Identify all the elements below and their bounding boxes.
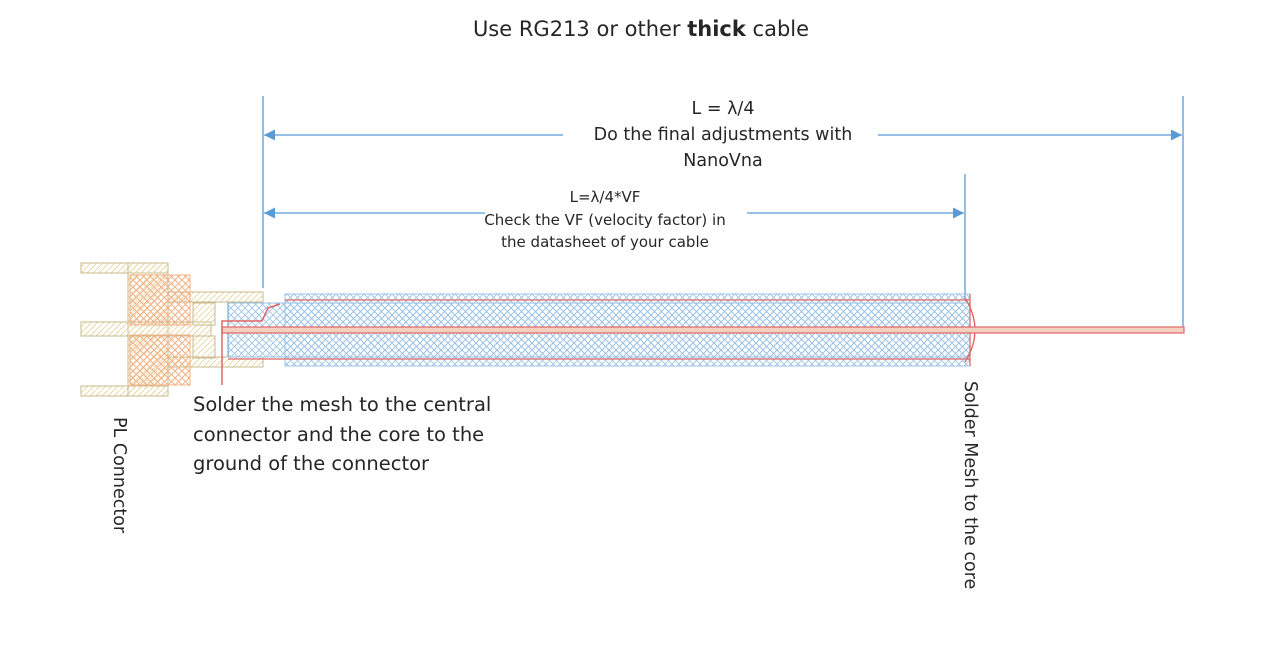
- solder-note-line-2: connector and the core to the: [193, 422, 485, 446]
- pl-connector-label: PL Connector: [109, 417, 129, 534]
- vf-length-label: L=λ/4*VF Check the VF (velocity factor) …: [480, 186, 730, 254]
- dimension-arrows: [264, 129, 1182, 219]
- full-length-formula: L = λ/4: [691, 99, 755, 119]
- pl-connector: [80, 262, 264, 397]
- dimension-extension-lines: [262, 96, 1184, 332]
- central-conductor: [221, 303, 1185, 385]
- vf-formula: L=λ/4*VF: [569, 188, 641, 206]
- page-title: Use RG213 or other thick cable: [472, 17, 810, 41]
- vf-note-2: the datasheet of your cable: [501, 233, 709, 251]
- full-length-note-1: Do the final adjustments with: [593, 125, 853, 145]
- full-length-note-2: NanoVna: [683, 151, 763, 171]
- solder-note: Solder the mesh to the central connector…: [193, 390, 491, 479]
- solder-mesh-core-label: Solder Mesh to the core: [960, 381, 980, 590]
- solder-note-line-3: ground of the connector: [193, 452, 430, 475]
- vf-note-1: Check the VF (velocity factor) in: [484, 210, 726, 229]
- solder-note-line-1: Solder the mesh to the central: [193, 393, 492, 416]
- full-length-label: L = λ/4 Do the final adjustments with Na…: [560, 96, 886, 174]
